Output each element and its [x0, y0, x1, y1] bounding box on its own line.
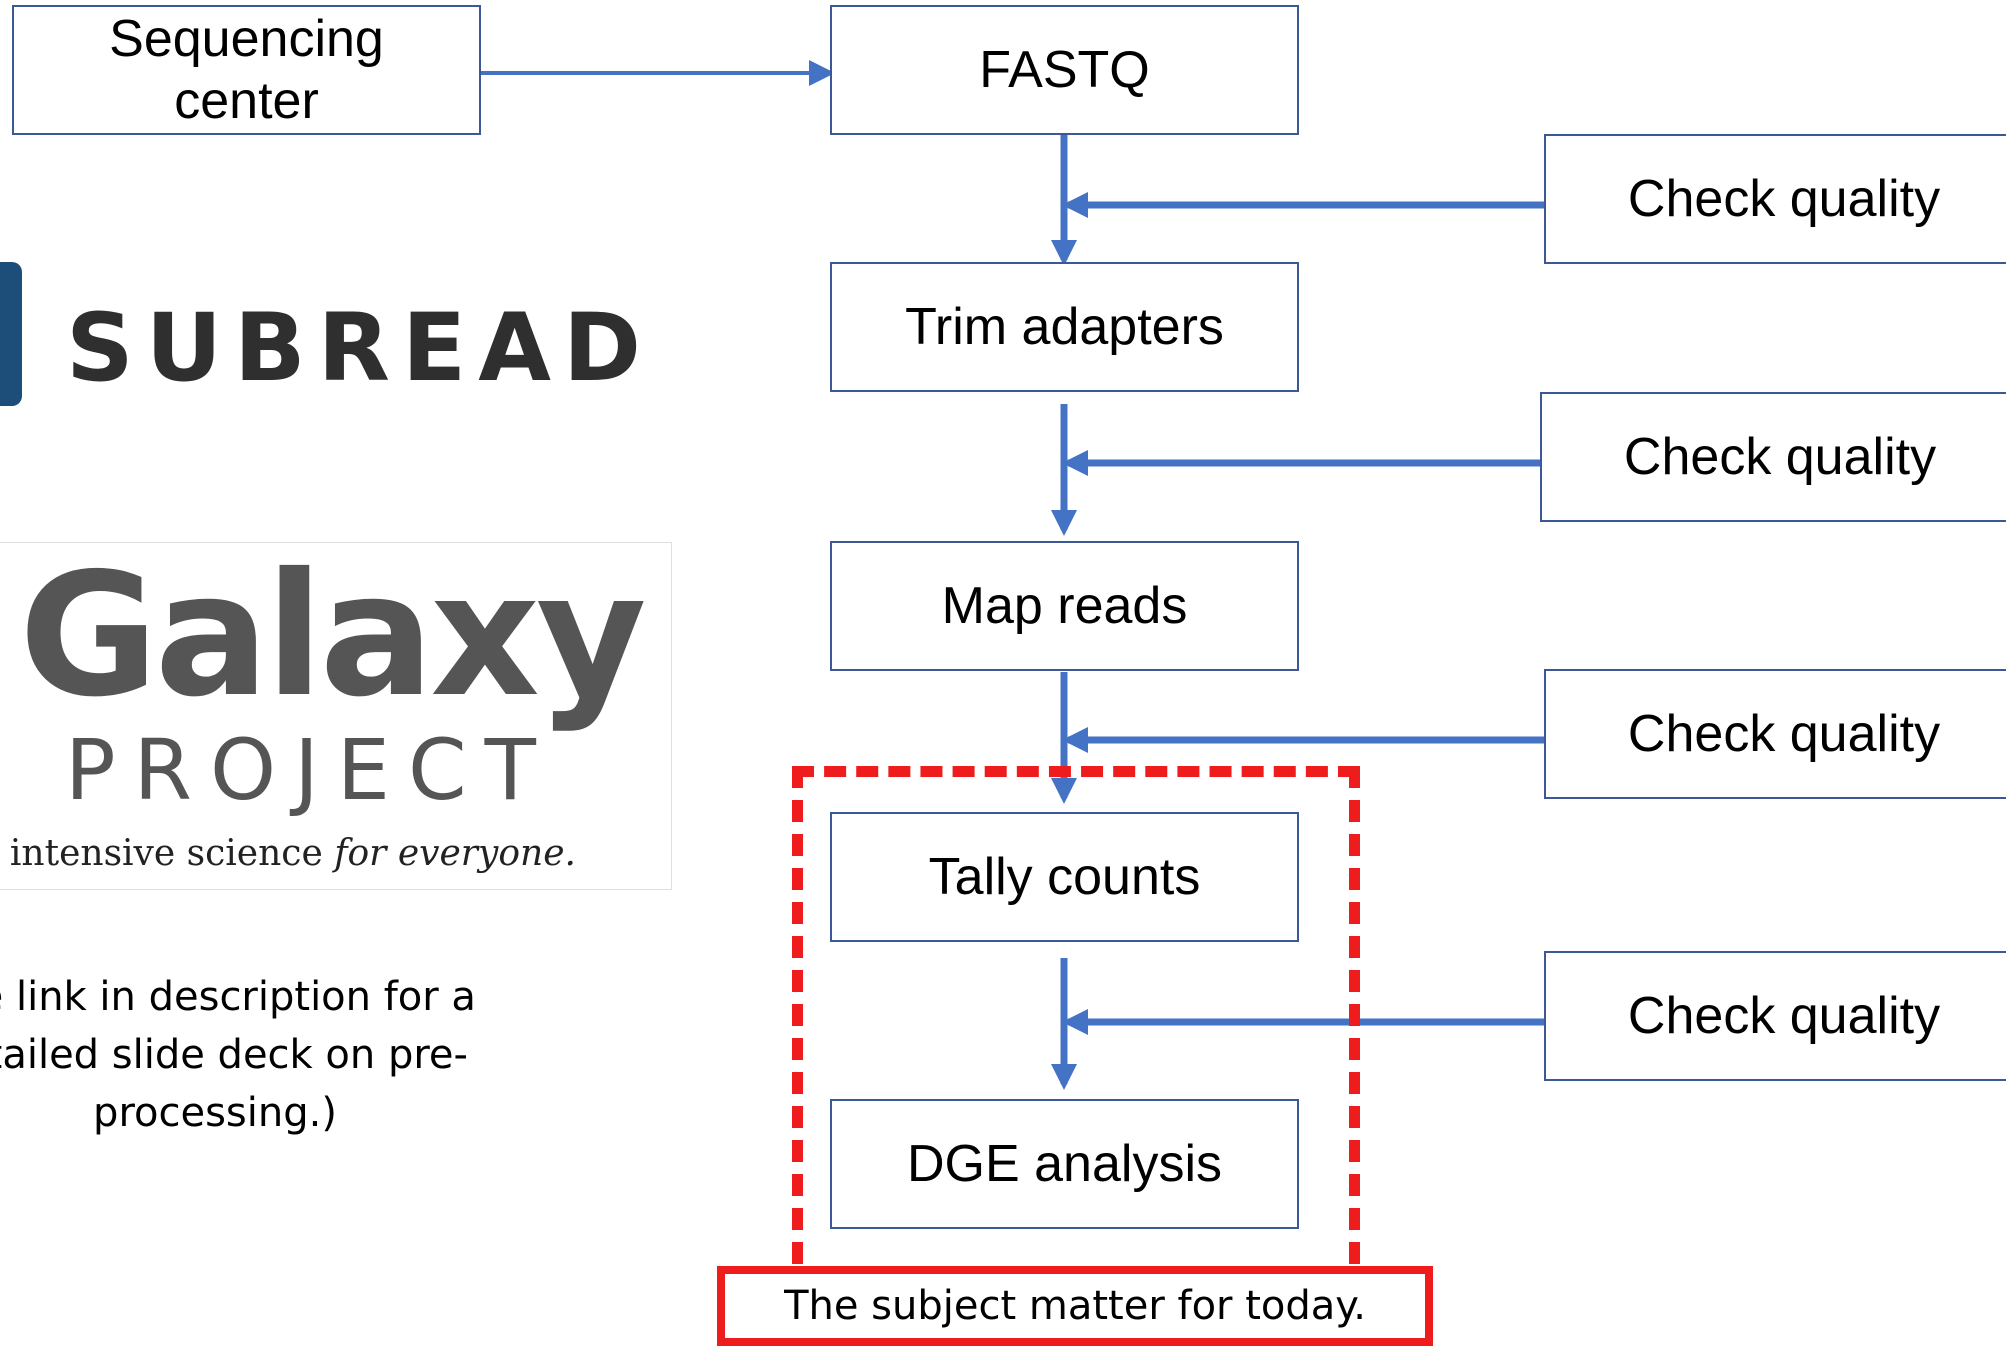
- node-check-quality-1: Check quality: [1544, 134, 2006, 264]
- subread-logo: SUBREAD: [0, 262, 641, 412]
- check-quality-label: Check quality: [1627, 169, 1941, 228]
- node-check-quality-3: Check quality: [1544, 669, 2006, 799]
- check-quality-label: Check quality: [1627, 704, 1941, 763]
- highlight-caption-text: The subject matter for today.: [784, 1283, 1366, 1329]
- node-check-quality-2: Check quality: [1540, 392, 2006, 522]
- galaxy-project-logo: Galaxy PROJECT a intensive science for e…: [0, 542, 672, 890]
- node-fastq: FASTQ: [830, 5, 1299, 135]
- node-check-quality-4: Check quality: [1544, 951, 2006, 1081]
- check-quality-label: Check quality: [1627, 986, 1941, 1045]
- subread-logo-mark: [0, 262, 22, 406]
- node-tally-counts: Tally counts: [830, 812, 1299, 942]
- node-map-reads: Map reads: [830, 541, 1299, 671]
- node-trim-adapters-label: Trim adapters: [905, 297, 1224, 356]
- node-map-reads-label: Map reads: [941, 576, 1188, 635]
- galaxy-logo-project: PROJECT: [65, 721, 554, 819]
- highlight-caption: The subject matter for today.: [717, 1266, 1433, 1346]
- check-quality-label: Check quality: [1623, 427, 1937, 486]
- node-tally-counts-label: Tally counts: [928, 847, 1201, 906]
- galaxy-logo-word: Galaxy: [19, 542, 647, 735]
- node-dge-analysis: DGE analysis: [830, 1099, 1299, 1229]
- galaxy-tagline-emphasis: for everyone.: [334, 833, 576, 874]
- node-trim-adapters: Trim adapters: [830, 262, 1299, 392]
- node-sequencing-center-label: Sequencing center: [109, 9, 384, 130]
- subread-logo-text: SUBREAD: [66, 294, 654, 403]
- node-sequencing-center: Sequencing center: [12, 5, 481, 135]
- node-dge-analysis-label: DGE analysis: [907, 1134, 1222, 1193]
- highlight-region: [792, 766, 1360, 1264]
- node-fastq-label: FASTQ: [979, 40, 1150, 99]
- galaxy-logo-tagline: a intensive science for everyone.: [0, 833, 576, 874]
- preprocessing-note: ee link in description for a etailed sli…: [0, 974, 476, 1136]
- galaxy-tagline-prefix: a intensive science: [0, 833, 335, 874]
